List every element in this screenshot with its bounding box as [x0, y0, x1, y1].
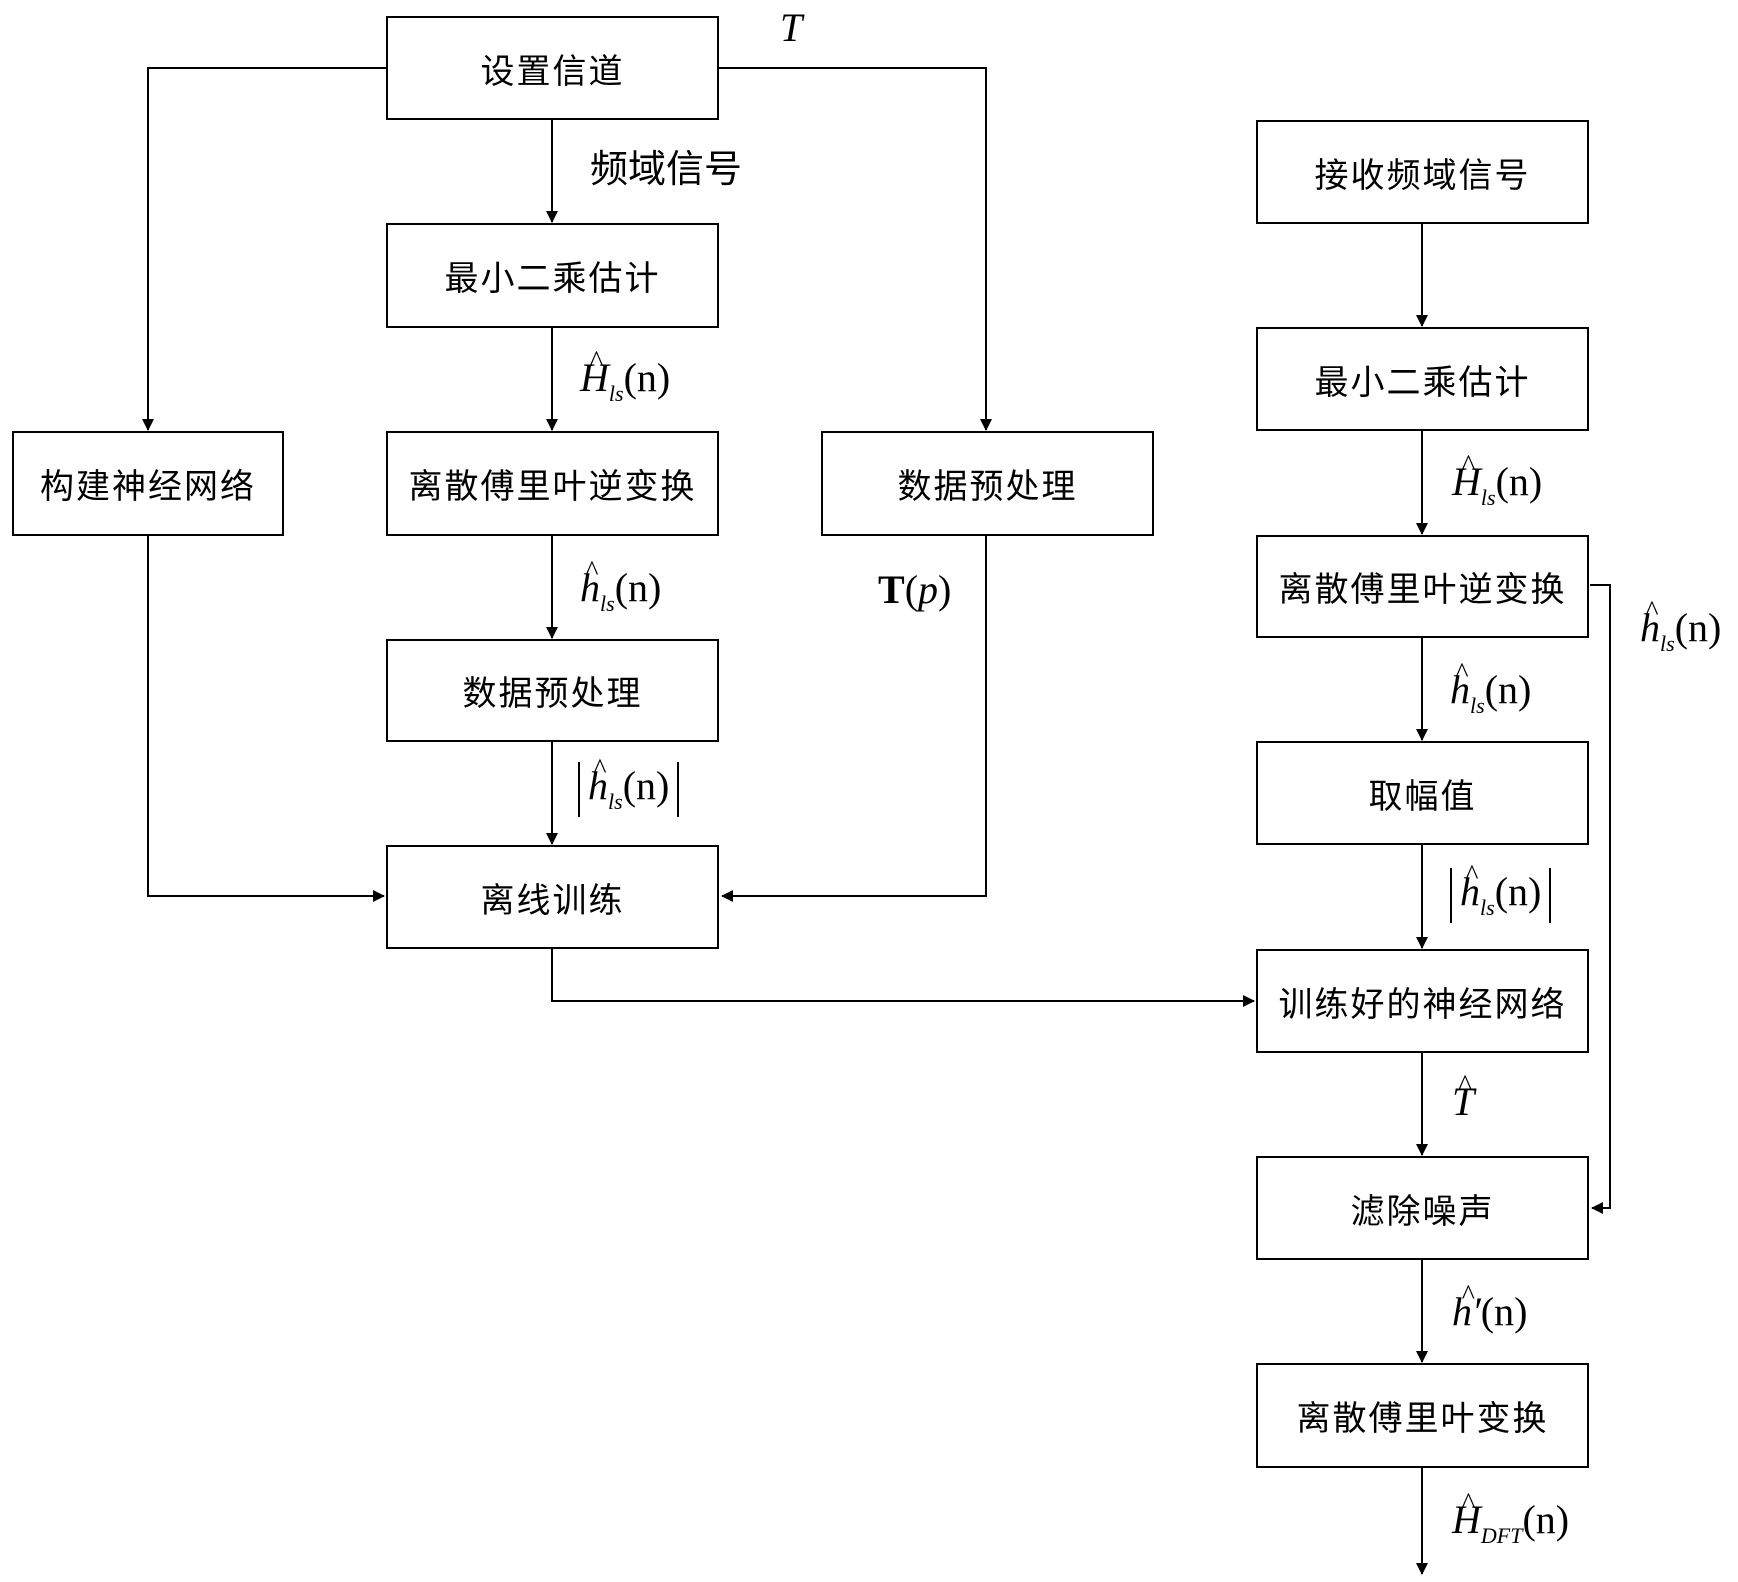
- label-H-dft: HDFT(n): [1452, 1500, 1569, 1547]
- label-H-ls-left: Hls(n): [580, 358, 670, 405]
- label-freq-signal: 频域信号: [590, 147, 743, 191]
- label-T-p: T(p): [878, 567, 952, 612]
- label-T-hat: T: [1452, 1082, 1474, 1122]
- idft-right-box: 离散傅里叶逆变换: [1256, 535, 1589, 638]
- set-channel-box: 设置信道: [386, 16, 719, 120]
- label-T: T: [780, 5, 803, 50]
- arrow-set-to-preproc-right: [718, 67, 992, 431]
- arrow-idft-bypass-to-filter: [1590, 584, 1611, 1214]
- arrow-buildnn-to-train: [147, 536, 385, 902]
- filter-noise-box: 滤除噪声: [1256, 1156, 1589, 1260]
- label-h-ls-left: hls(n): [580, 568, 661, 615]
- arrow-set-to-buildnn: [142, 67, 386, 431]
- label-abs-h-ls-left: hls(n): [578, 762, 680, 817]
- dft-box: 离散傅里叶变换: [1256, 1363, 1589, 1468]
- label-h-ls-right: hls(n): [1450, 670, 1531, 717]
- label-H-ls-right: Hls(n): [1452, 462, 1542, 509]
- ls-estimate-box: 最小二乘估计: [386, 223, 719, 328]
- offline-train-box: 离线训练: [386, 845, 719, 949]
- preprocess-box: 数据预处理: [386, 639, 719, 742]
- arrow-preproc-right-to-train: [721, 536, 987, 902]
- ls-estimate-right-box: 最小二乘估计: [1256, 327, 1589, 431]
- take-magnitude-box: 取幅值: [1256, 741, 1589, 845]
- idft-box: 离散傅里叶逆变换: [386, 431, 719, 536]
- trained-nn-box: 训练好的神经网络: [1256, 949, 1589, 1053]
- arrow-train-to-trainednn: [551, 949, 1255, 1007]
- label-abs-h-ls-right: hls(n): [1450, 868, 1552, 923]
- preprocess-right-box: 数据预处理: [821, 431, 1154, 536]
- build-nn-box: 构建神经网络: [12, 431, 284, 536]
- label-h-ls-bypass: hls(n): [1640, 608, 1721, 655]
- receive-freq-box: 接收频域信号: [1256, 120, 1589, 224]
- label-h-prime: h′(n): [1452, 1292, 1527, 1332]
